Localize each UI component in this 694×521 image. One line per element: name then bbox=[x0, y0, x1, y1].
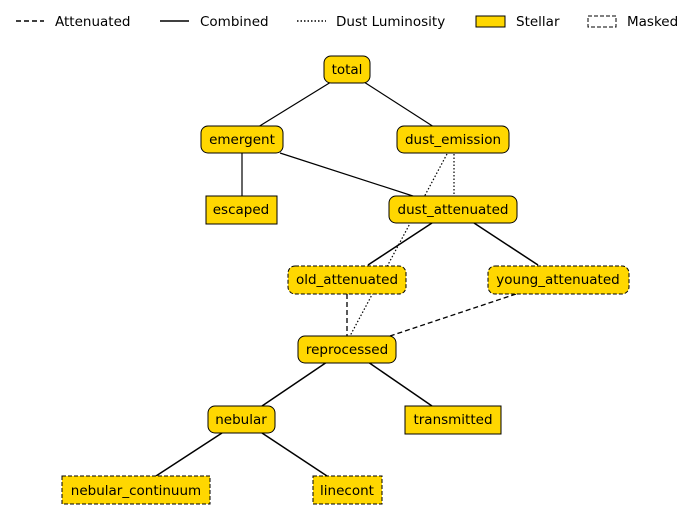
nodes: total emergent dust_emission escaped dus… bbox=[61, 55, 630, 505]
node-nebular-continuum-box bbox=[61, 475, 211, 505]
node-young-attenuated-label: young_attenuated bbox=[496, 272, 619, 288]
edge-nebular-nebular-continuum bbox=[155, 432, 223, 477]
node-escaped-label: escaped bbox=[213, 202, 269, 218]
node-reprocessed: reprocessed bbox=[297, 335, 397, 364]
legend-item-combined: Combined bbox=[160, 14, 269, 30]
legend-masked-swatch bbox=[587, 15, 617, 28]
node-linecont-box bbox=[312, 475, 383, 505]
node-young-attenuated-box bbox=[487, 265, 630, 295]
node-transmitted: transmitted bbox=[404, 405, 502, 435]
edge-dust-emission-reprocessed bbox=[349, 153, 448, 337]
edges bbox=[155, 81, 539, 477]
node-dust-attenuated-box bbox=[388, 195, 518, 224]
node-linecont: linecont bbox=[312, 475, 383, 505]
edge-reprocessed-nebular bbox=[261, 361, 328, 407]
node-total-label: total bbox=[332, 62, 363, 78]
node-escaped-box bbox=[205, 195, 278, 225]
node-dust-emission: dust_emission bbox=[396, 125, 510, 154]
legend-item-attenuated: Attenuated bbox=[16, 14, 130, 30]
edge-total-dust-emission bbox=[363, 81, 435, 128]
legend-dust-luminosity-label: Dust Luminosity bbox=[336, 14, 445, 30]
node-nebular-box bbox=[207, 405, 276, 434]
legend-item-masked: Masked bbox=[587, 14, 678, 30]
legend-attenuated-label: Attenuated bbox=[55, 14, 130, 30]
node-nebular-continuum: nebular_continuum bbox=[61, 475, 211, 505]
node-nebular-continuum-label: nebular_continuum bbox=[71, 483, 201, 499]
legend-masked-label: Masked bbox=[627, 14, 678, 30]
node-nebular: nebular bbox=[207, 405, 276, 434]
legend-item-dust-luminosity: Dust Luminosity bbox=[297, 14, 445, 30]
node-nebular-label: nebular bbox=[215, 412, 267, 428]
node-dust-emission-label: dust_emission bbox=[405, 132, 501, 148]
node-reprocessed-label: reprocessed bbox=[306, 342, 388, 358]
node-linecont-label: linecont bbox=[320, 483, 374, 499]
node-dust-attenuated-label: dust_attenuated bbox=[398, 202, 509, 218]
node-emergent-box bbox=[200, 125, 284, 154]
node-escaped: escaped bbox=[205, 195, 278, 225]
node-dust-emission-box bbox=[396, 125, 510, 154]
legend-stellar-label: Stellar bbox=[516, 14, 560, 30]
legend-combined-label: Combined bbox=[200, 14, 269, 30]
edge-total-emergent bbox=[257, 81, 332, 128]
edge-nebular-linecont bbox=[261, 432, 328, 477]
edge-dust-attenuated-young-attenuated bbox=[473, 222, 539, 266]
node-young-attenuated: young_attenuated bbox=[487, 265, 630, 295]
edge-reprocessed-transmitted bbox=[367, 361, 433, 407]
legend-stellar-swatch bbox=[475, 15, 506, 28]
legend-item-stellar: Stellar bbox=[475, 14, 560, 30]
node-old-attenuated-box bbox=[287, 265, 407, 295]
node-old-attenuated: old_attenuated bbox=[287, 265, 407, 295]
node-dust-attenuated: dust_attenuated bbox=[388, 195, 518, 224]
node-old-attenuated-label: old_attenuated bbox=[296, 272, 398, 288]
legend: Attenuated Combined Dust Luminosity Stel… bbox=[16, 14, 678, 30]
node-total: total bbox=[323, 55, 371, 84]
node-transmitted-box bbox=[404, 405, 502, 435]
node-transmitted-label: transmitted bbox=[413, 412, 492, 428]
edge-emergent-dust-attenuated bbox=[279, 152, 417, 198]
node-total-box bbox=[323, 55, 371, 84]
edge-young-attenuated-reprocessed bbox=[389, 293, 517, 337]
node-emergent-label: emergent bbox=[209, 132, 275, 148]
edge-dust-attenuated-old-attenuated bbox=[367, 222, 433, 266]
node-reprocessed-box bbox=[297, 335, 397, 364]
node-emergent: emergent bbox=[200, 125, 284, 154]
